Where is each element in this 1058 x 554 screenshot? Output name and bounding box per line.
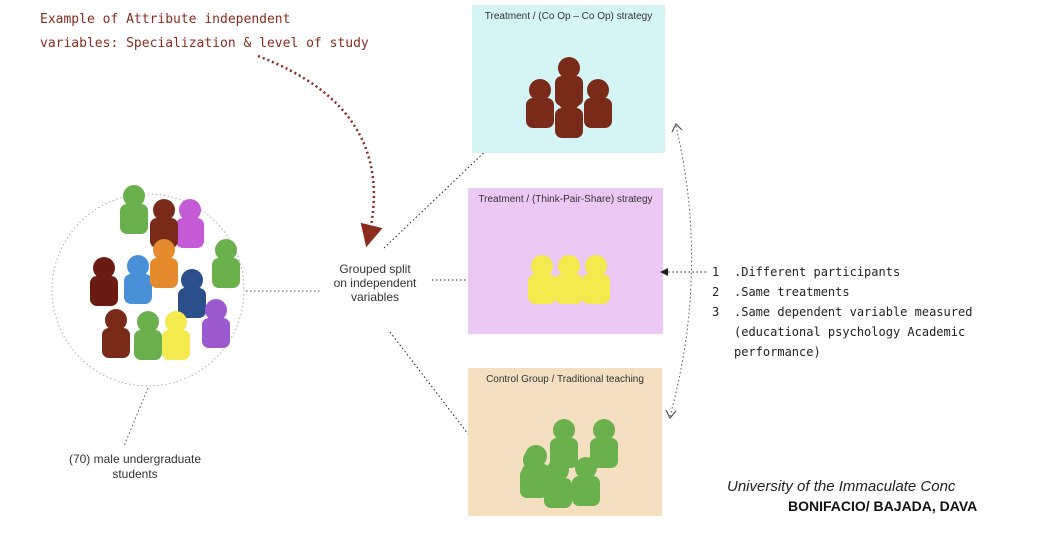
- note-continuation-2: performance): [734, 345, 821, 359]
- group1: Treatment / (Co Op – Co Op) strategy: [472, 5, 665, 153]
- split-label: Grouped split on independent variables: [325, 262, 425, 304]
- note-number: 2: [712, 285, 720, 299]
- note-text: .Different participants: [734, 265, 901, 279]
- population-figures: [90, 185, 240, 360]
- group1-title: Treatment / (Co Op – Co Op) strategy: [484, 11, 653, 22]
- group3: Control Group / Traditional teaching: [468, 368, 662, 516]
- note-text: .Same treatments: [734, 285, 850, 299]
- note-item-3: 3 .Same dependent variable measured: [712, 302, 972, 322]
- note-number: 1: [712, 265, 720, 279]
- population-label-line1: (70) male undergraduate: [68, 452, 202, 466]
- split-label-line2: on independent: [333, 276, 417, 290]
- university-name: University of the Immaculate Conc: [727, 478, 956, 495]
- attribute-arrow: [257, 54, 383, 248]
- note-item-2: 2 .Same treatments: [712, 282, 972, 302]
- attribute-note: Example of Attribute independent variabl…: [40, 8, 369, 56]
- note-item-1: 1 .Different participants: [712, 262, 972, 282]
- authors: BONIFACIO/ BAJADA, DAVA: [788, 498, 978, 514]
- population-circle: [51, 193, 245, 387]
- arrow-to-group3: [389, 331, 490, 462]
- group2: Treatment / (Think-Pair-Share) strategy: [468, 188, 663, 334]
- group2-title: Treatment / (Think-Pair-Share) strategy: [478, 194, 653, 205]
- note-text: .Same dependent variable measured: [734, 305, 973, 319]
- arrow-to-group1: [383, 141, 496, 249]
- split-label-line1: Grouped split: [339, 262, 411, 276]
- attribute-note-line1: Example of Attribute independent: [40, 12, 291, 27]
- population-label: (70) male undergraduate students: [40, 452, 230, 482]
- population-label-line2: students: [112, 467, 158, 481]
- group3-title: Control Group / Traditional teaching: [486, 374, 644, 385]
- right-bracket: [669, 125, 693, 417]
- note-number: 3: [712, 305, 720, 319]
- notes-list: 1 .Different participants 2 .Same treatmen…: [712, 262, 972, 362]
- note-continuation-1: (educational psychology Academic: [734, 325, 966, 339]
- split-label-line3: variables: [350, 290, 400, 304]
- attribute-note-line2: variables: Specialization & level of stu…: [40, 36, 369, 51]
